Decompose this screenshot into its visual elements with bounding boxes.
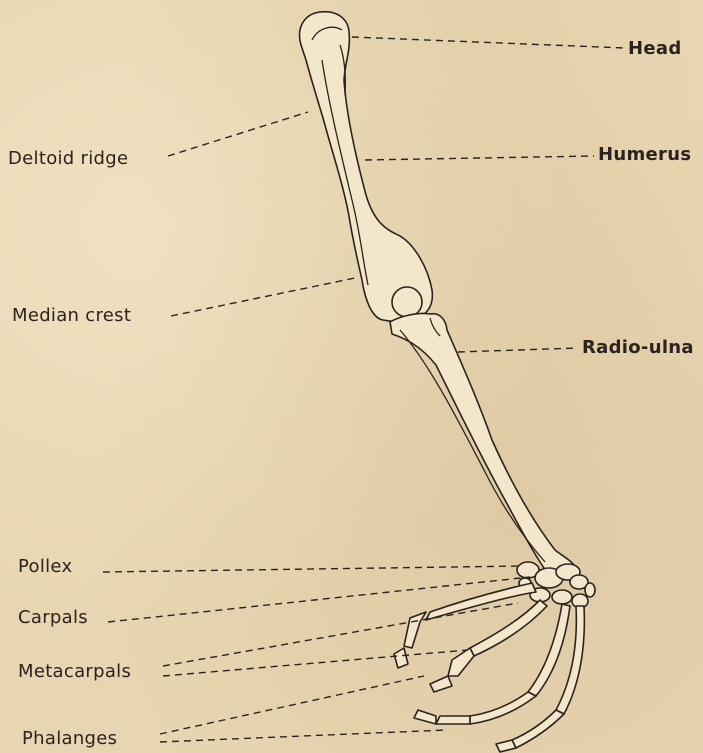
head-label: Head — [628, 40, 682, 58]
pollex-label: Pollex — [18, 558, 72, 576]
leader-lines — [103, 37, 625, 742]
radio-ulna-leader — [458, 348, 578, 352]
deltoid-ridge-leader — [168, 112, 308, 156]
metacarpals-label: Metacarpals — [18, 663, 131, 681]
radio-ulna-label: Radio-ulna — [582, 339, 694, 357]
finger-bones — [394, 583, 595, 752]
humerus-leader — [365, 156, 594, 160]
deltoid-ridge-label: Deltoid ridge — [8, 150, 128, 168]
metacarpals-leader-2 — [163, 650, 468, 676]
humerus-label: Humerus — [598, 146, 691, 164]
head-leader — [352, 37, 625, 48]
median-crest-leader — [171, 278, 355, 316]
phalanges-leader-2 — [160, 730, 446, 742]
humerus-bone — [300, 12, 433, 322]
median-crest-label: Median crest — [12, 307, 131, 325]
phalanges-label: Phalanges — [22, 730, 117, 748]
radio-ulna-bone — [390, 313, 578, 576]
phalanges-leader-1 — [160, 676, 424, 734]
carpals-label: Carpals — [18, 609, 88, 627]
pollex-leader — [103, 566, 522, 572]
